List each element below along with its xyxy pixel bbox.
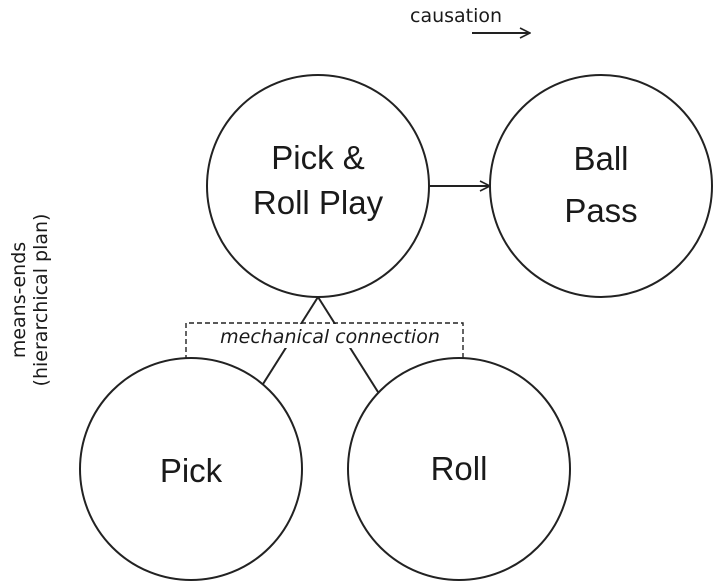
node-label-line2: Pass — [564, 192, 637, 229]
causation-legend-label: causation — [410, 5, 502, 27]
means-ends-legend: means-ends (hierarchical plan) — [8, 214, 52, 387]
node-label: Roll — [431, 450, 488, 487]
node-pick[interactable]: Pick — [79, 357, 303, 581]
node-circle — [79, 357, 303, 581]
mechanical-label-background — [208, 324, 452, 348]
mechanical-connection-label: mechanical connection — [220, 326, 440, 348]
node-circle — [206, 74, 430, 298]
node-circle — [489, 74, 713, 298]
node-label-line1: Ball — [573, 140, 628, 177]
hierarchical-plan-label: (hierarchical plan) — [30, 214, 52, 387]
node-pick-roll-play[interactable]: Pick & Roll Play — [206, 74, 430, 298]
node-label-line2: Roll Play — [253, 184, 384, 221]
node-label-line1: Pick & — [271, 139, 365, 176]
mechanical-connection-bracket — [185, 322, 464, 360]
node-roll[interactable]: Roll — [347, 357, 571, 581]
node-label: Pick — [160, 452, 223, 489]
node-circle — [347, 357, 571, 581]
node-ball-pass[interactable]: Ball Pass — [489, 74, 713, 298]
means-ends-label: means-ends — [8, 242, 30, 358]
